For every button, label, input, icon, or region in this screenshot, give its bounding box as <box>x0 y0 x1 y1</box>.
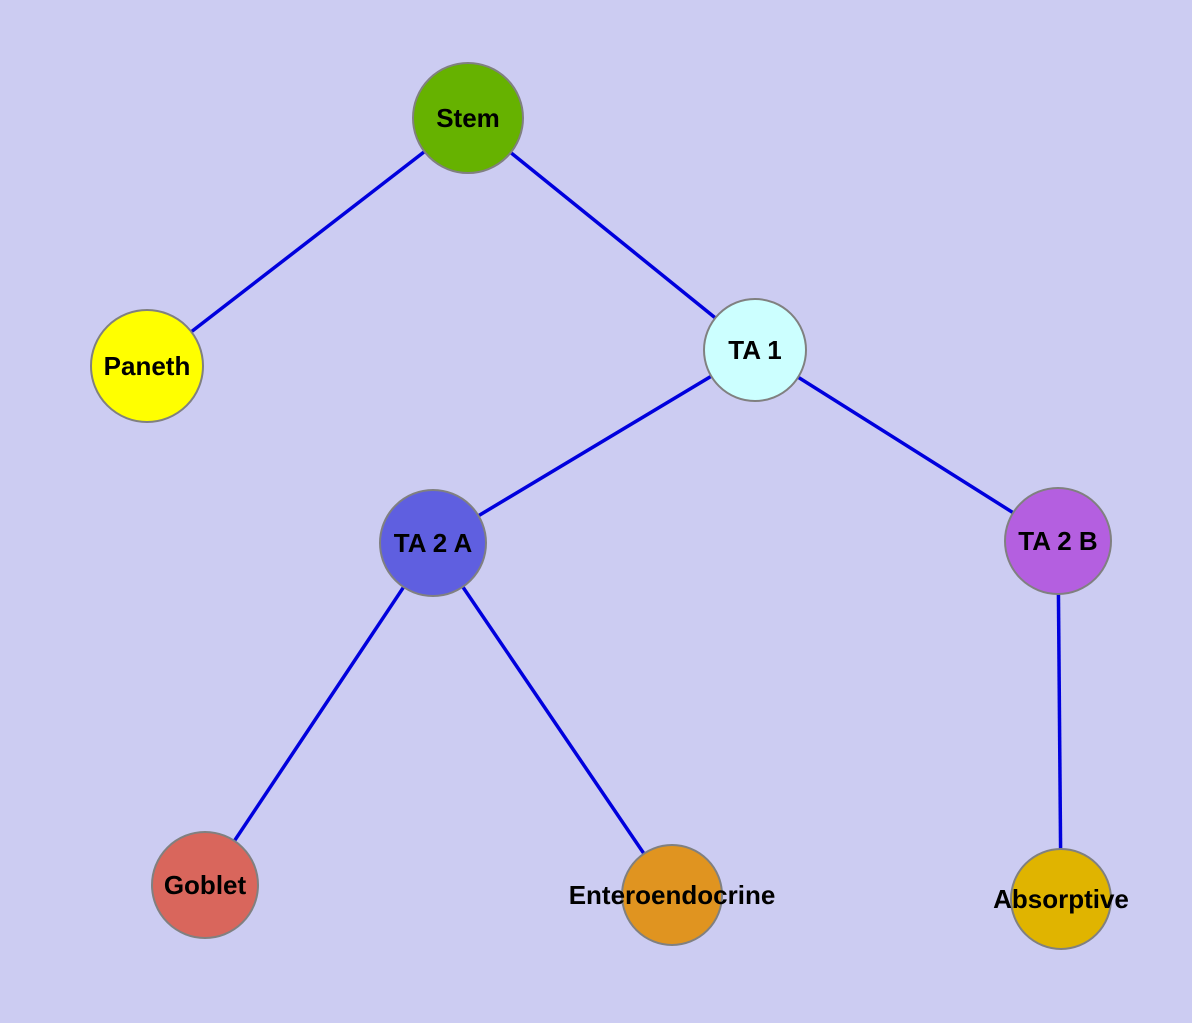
edge-stem-ta1 <box>466 116 757 352</box>
node-enteroendocrine[interactable] <box>621 844 723 946</box>
node-paneth[interactable] <box>90 309 204 423</box>
node-goblet[interactable] <box>151 831 259 939</box>
node-ta2b[interactable] <box>1004 487 1112 595</box>
edge-ta2a-goblet <box>203 542 435 886</box>
node-ta2a[interactable] <box>379 489 487 597</box>
edges-layer <box>145 116 1063 900</box>
edge-ta2a-enteroendocrine <box>431 542 674 896</box>
edge-ta1-ta2b <box>754 348 1059 543</box>
node-stem[interactable] <box>412 62 524 174</box>
edge-stem-paneth <box>145 116 470 368</box>
node-absorptive[interactable] <box>1010 848 1112 950</box>
edge-ta2b-absorptive <box>1056 540 1063 900</box>
node-ta1[interactable] <box>703 298 807 402</box>
edge-ta1-ta2a <box>432 348 756 545</box>
